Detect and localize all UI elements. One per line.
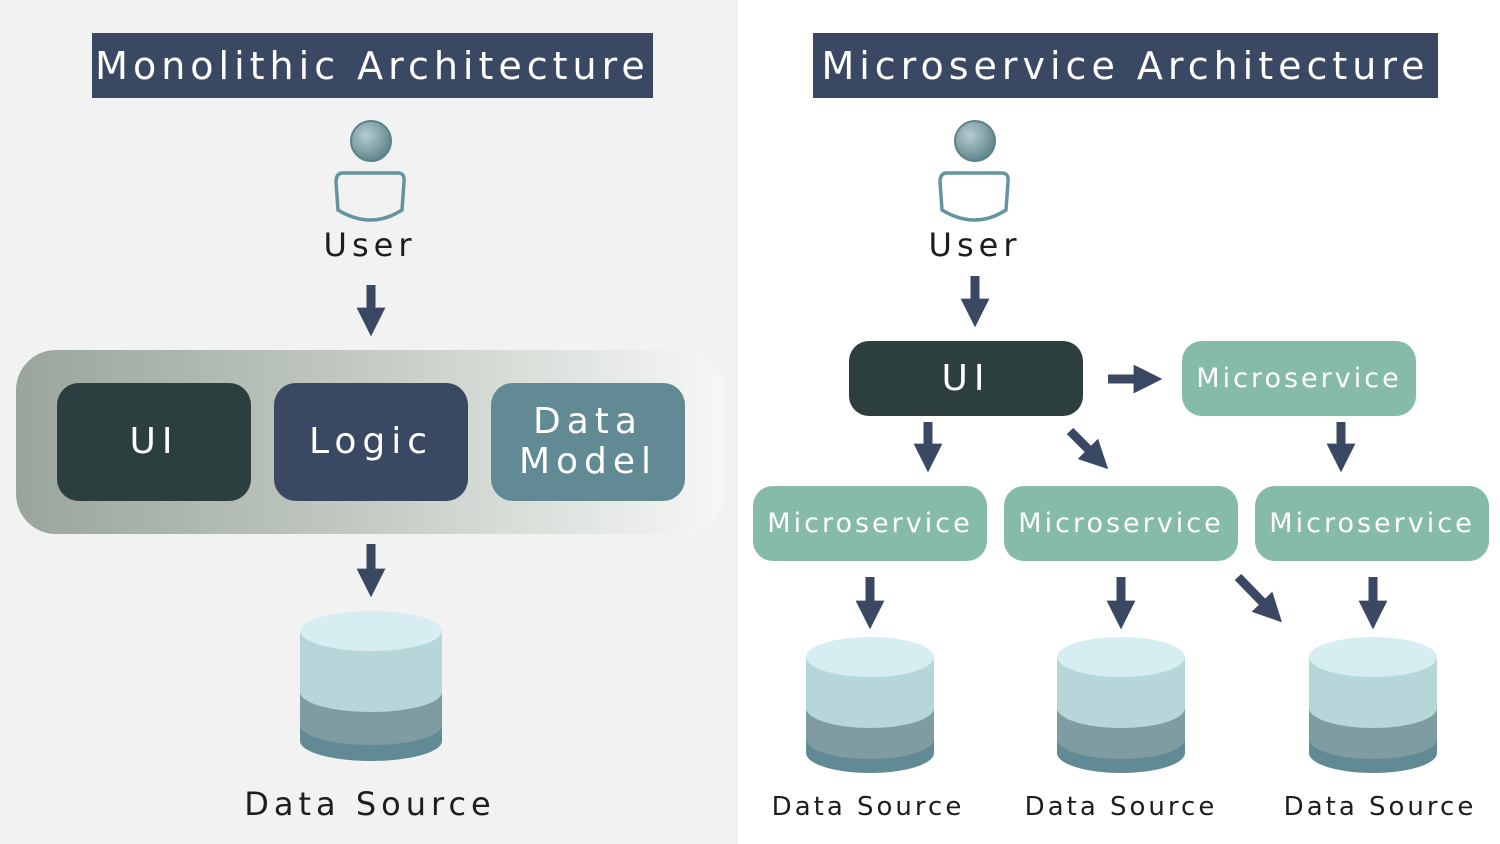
microservice-label: Microservice: [767, 508, 973, 539]
micro-ui-box: UI: [849, 341, 1083, 416]
microservice-label: Microservice: [1018, 508, 1224, 539]
microservice-title: Microservice Architecture: [813, 33, 1438, 98]
monolith-user-label: User: [323, 226, 417, 264]
monolith-data-source-label: Data Source: [244, 785, 496, 823]
micro-data-source-label-1: Data Source: [771, 792, 965, 822]
monolith-logic-label: Logic: [308, 421, 434, 462]
database-icon: [1309, 637, 1437, 773]
data-model-label-line1: Data: [533, 401, 643, 442]
data-model-label-line2: Model: [518, 441, 658, 482]
monolithic-title: Monolithic Architecture: [92, 33, 653, 98]
arrow-diagonal-icon: [1234, 573, 1283, 623]
monolith-ui-box: UI: [57, 383, 251, 501]
monolith-data-model-box: Data Model: [491, 383, 685, 501]
arrow-diagonal-icon: [1066, 427, 1109, 470]
microservice-box-3: Microservice: [1255, 486, 1489, 561]
microservice-box-2: Microservice: [1004, 486, 1238, 561]
database-icon: [300, 611, 442, 761]
micro-data-source-label-2: Data Source: [1024, 792, 1218, 822]
microservice-label: Microservice: [1196, 363, 1402, 394]
database-icon: [1057, 637, 1185, 773]
microservice-label: Microservice: [1269, 508, 1475, 539]
monolith-logic-box: Logic: [274, 383, 468, 501]
monolith-ui-label: UI: [129, 421, 179, 462]
user-icon: [938, 120, 1010, 222]
microservice-box-top: Microservice: [1182, 341, 1416, 416]
micro-user-label: User: [928, 226, 1022, 264]
database-icon: [806, 637, 934, 773]
user-icon: [334, 120, 406, 222]
micro-ui-label: UI: [941, 357, 991, 399]
micro-data-source-label-3: Data Source: [1283, 792, 1477, 822]
microservice-box-1: Microservice: [753, 486, 987, 561]
